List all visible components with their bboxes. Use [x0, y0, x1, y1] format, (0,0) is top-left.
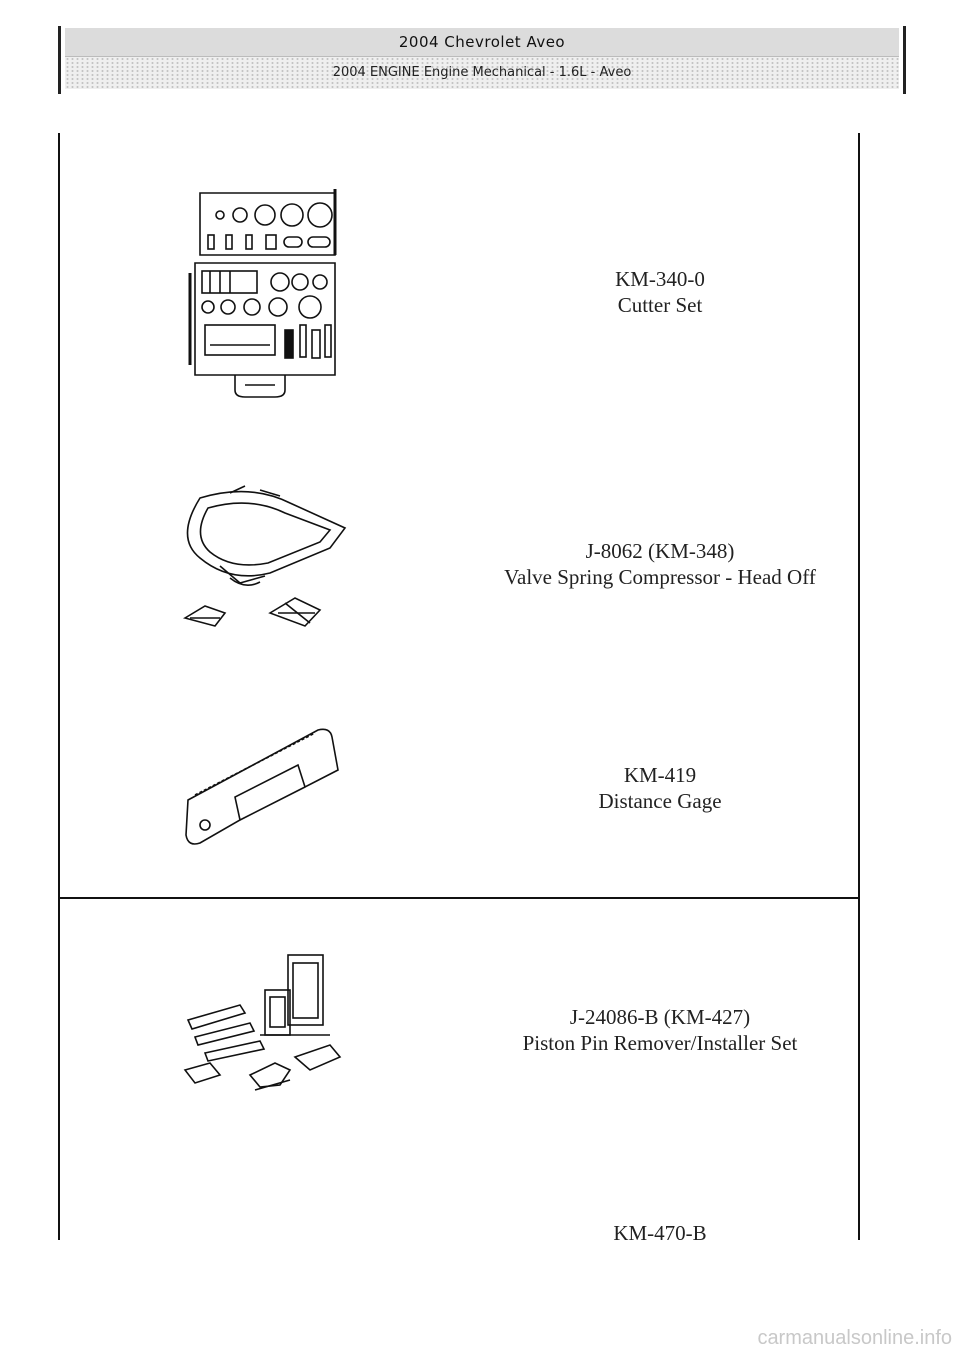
- distance-gage-illustration: [185, 728, 339, 845]
- tool-label-distance-gage: KM-419 Distance Gage: [560, 762, 760, 814]
- tools-table: [58, 133, 860, 1240]
- tool-name: Distance Gage: [598, 789, 722, 813]
- page-header: 2004 Chevrolet Aveo 2004 ENGINE Engine M…: [58, 26, 906, 94]
- tool-number: J-24086-B (KM-427): [569, 1005, 751, 1029]
- vehicle-title: 2004 Chevrolet Aveo: [65, 28, 899, 57]
- tool-label-valve-spring-compressor: J-8062 (KM-348) Valve Spring Compressor …: [470, 538, 850, 590]
- tool-name: Piston Pin Remover/Installer Set: [522, 1031, 798, 1055]
- tool-label-cutter-set: KM-340-0 Cutter Set: [560, 266, 760, 318]
- tool-number: KM-340-0: [615, 267, 705, 291]
- tool-number: KM-470-B: [613, 1221, 707, 1245]
- watermark: carmanualsonline.info: [757, 1327, 952, 1349]
- section-subtitle: 2004 ENGINE Engine Mechanical - 1.6L - A…: [65, 57, 899, 89]
- tool-name: Cutter Set: [617, 293, 703, 317]
- tool-number: KM-419: [623, 763, 697, 787]
- tool-label-km-470-b: KM-470-B: [560, 1220, 760, 1246]
- piston-pin-set-illustration: [183, 954, 342, 1091]
- valve-spring-compressor-illustration: [182, 485, 347, 627]
- tool-name: Valve Spring Compressor - Head Off: [504, 565, 816, 589]
- cutter-set-illustration: [188, 189, 337, 398]
- tool-number: J-8062 (KM-348): [585, 539, 735, 563]
- tool-label-piston-pin-set: J-24086-B (KM-427) Piston Pin Remover/In…: [480, 1004, 840, 1056]
- table-row-divider: [58, 897, 860, 899]
